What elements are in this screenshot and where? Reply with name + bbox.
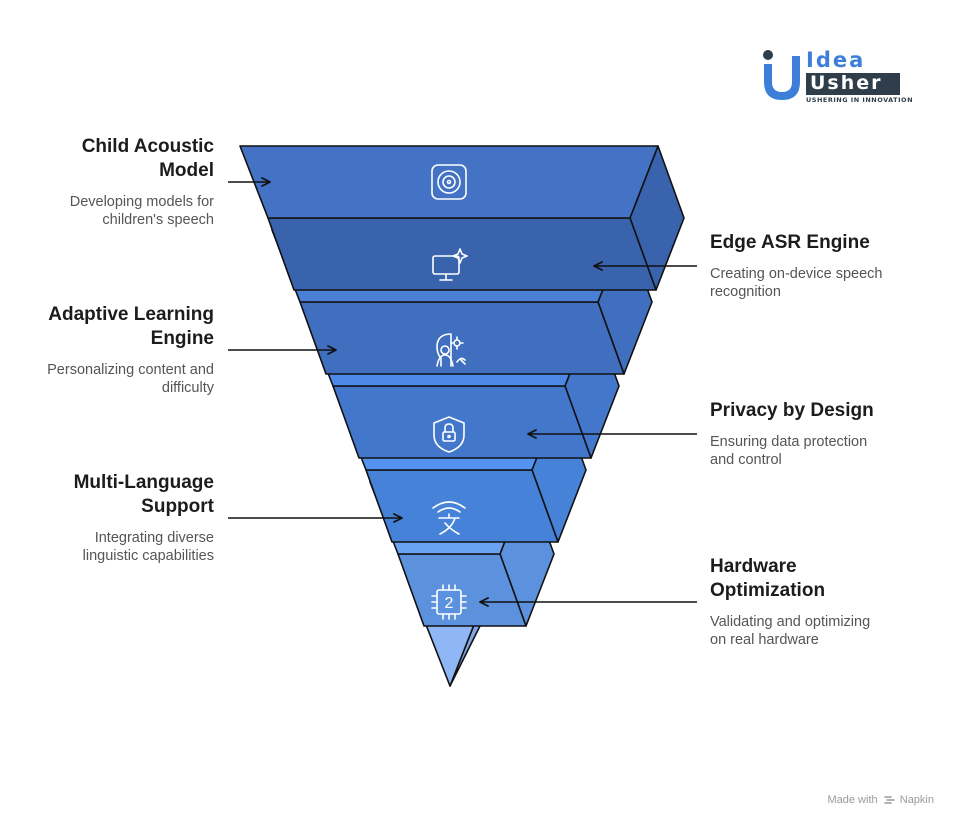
logo-usher-box bbox=[806, 73, 900, 95]
layer-description-line: difficulty bbox=[161, 380, 214, 396]
layer-title-line: Model bbox=[159, 160, 214, 181]
shield-lock-icon bbox=[433, 416, 465, 453]
layer-title-line: Multi-Language bbox=[73, 472, 214, 493]
chip-number: 2 bbox=[445, 595, 454, 612]
layer-description-line: children's speech bbox=[102, 212, 214, 228]
layer-title-line: Optimization bbox=[710, 580, 826, 601]
layer-title-line: Child Acoustic bbox=[81, 136, 214, 157]
layer-description: Ensuring data protection and control bbox=[710, 433, 867, 469]
layer-description-line: on real hardware bbox=[710, 632, 819, 648]
layer-description-line: linguistic capabilities bbox=[82, 548, 214, 564]
funnel-layer-front bbox=[239, 145, 659, 219]
layer-title-line: Edge ASR Engine bbox=[710, 232, 870, 253]
layer-title-line: Hardware bbox=[710, 556, 797, 577]
chip-icon: 2 bbox=[431, 584, 467, 620]
head-gear-icon bbox=[436, 333, 466, 367]
layer-description: Creating on-device speech recognition bbox=[710, 265, 883, 301]
logo-word-usher: Usher bbox=[810, 72, 883, 94]
layer-description-line: and control bbox=[710, 452, 782, 468]
layer-title-line: Engine bbox=[150, 328, 214, 349]
layer-description-line: Validating and optimizing bbox=[710, 614, 871, 630]
layer-description-line: Integrating diverse bbox=[94, 530, 214, 546]
logo-mark-icon bbox=[763, 50, 800, 100]
layer-title: Edge ASR Engine bbox=[710, 231, 870, 255]
funnel-layer-1 bbox=[239, 145, 685, 291]
layer-description-line: Ensuring data protection bbox=[710, 434, 868, 450]
speaker-icon bbox=[431, 164, 467, 200]
translate-icon bbox=[432, 501, 466, 535]
layer-title-line: Support bbox=[141, 496, 214, 517]
layer-description-line: Creating on-device speech bbox=[710, 266, 883, 282]
layer-description-line: Developing models for bbox=[69, 194, 214, 210]
layer-description: Integrating diverse linguistic capabiliti… bbox=[83, 529, 214, 565]
napkin-brand-text: Napkin bbox=[899, 794, 934, 807]
layer-description: Personalizing content and difficulty bbox=[47, 361, 214, 397]
logo-word-idea: Idea bbox=[806, 48, 866, 72]
layer-title: Privacy by Design bbox=[710, 399, 874, 423]
made-with-text: Made with bbox=[827, 794, 878, 807]
layer-title-line: Privacy by Design bbox=[710, 400, 874, 421]
funnel-layer-bottom bbox=[299, 301, 625, 375]
monitor-sparkle-icon bbox=[432, 248, 468, 281]
layer-description-line: Personalizing content and bbox=[47, 362, 214, 378]
napkin-credit[interactable]: Made with Napkin bbox=[827, 794, 934, 806]
layer-description: Developing models for children's speech bbox=[70, 193, 214, 229]
napkin-logo-icon bbox=[883, 796, 895, 804]
logo-tagline: USHERING IN INNOVATION bbox=[806, 96, 914, 104]
layer-title-line: Adaptive Learning bbox=[48, 304, 214, 325]
layer-description-line: recognition bbox=[710, 284, 781, 300]
layer-description: Validating and optimizing on real hardwar… bbox=[710, 613, 870, 649]
